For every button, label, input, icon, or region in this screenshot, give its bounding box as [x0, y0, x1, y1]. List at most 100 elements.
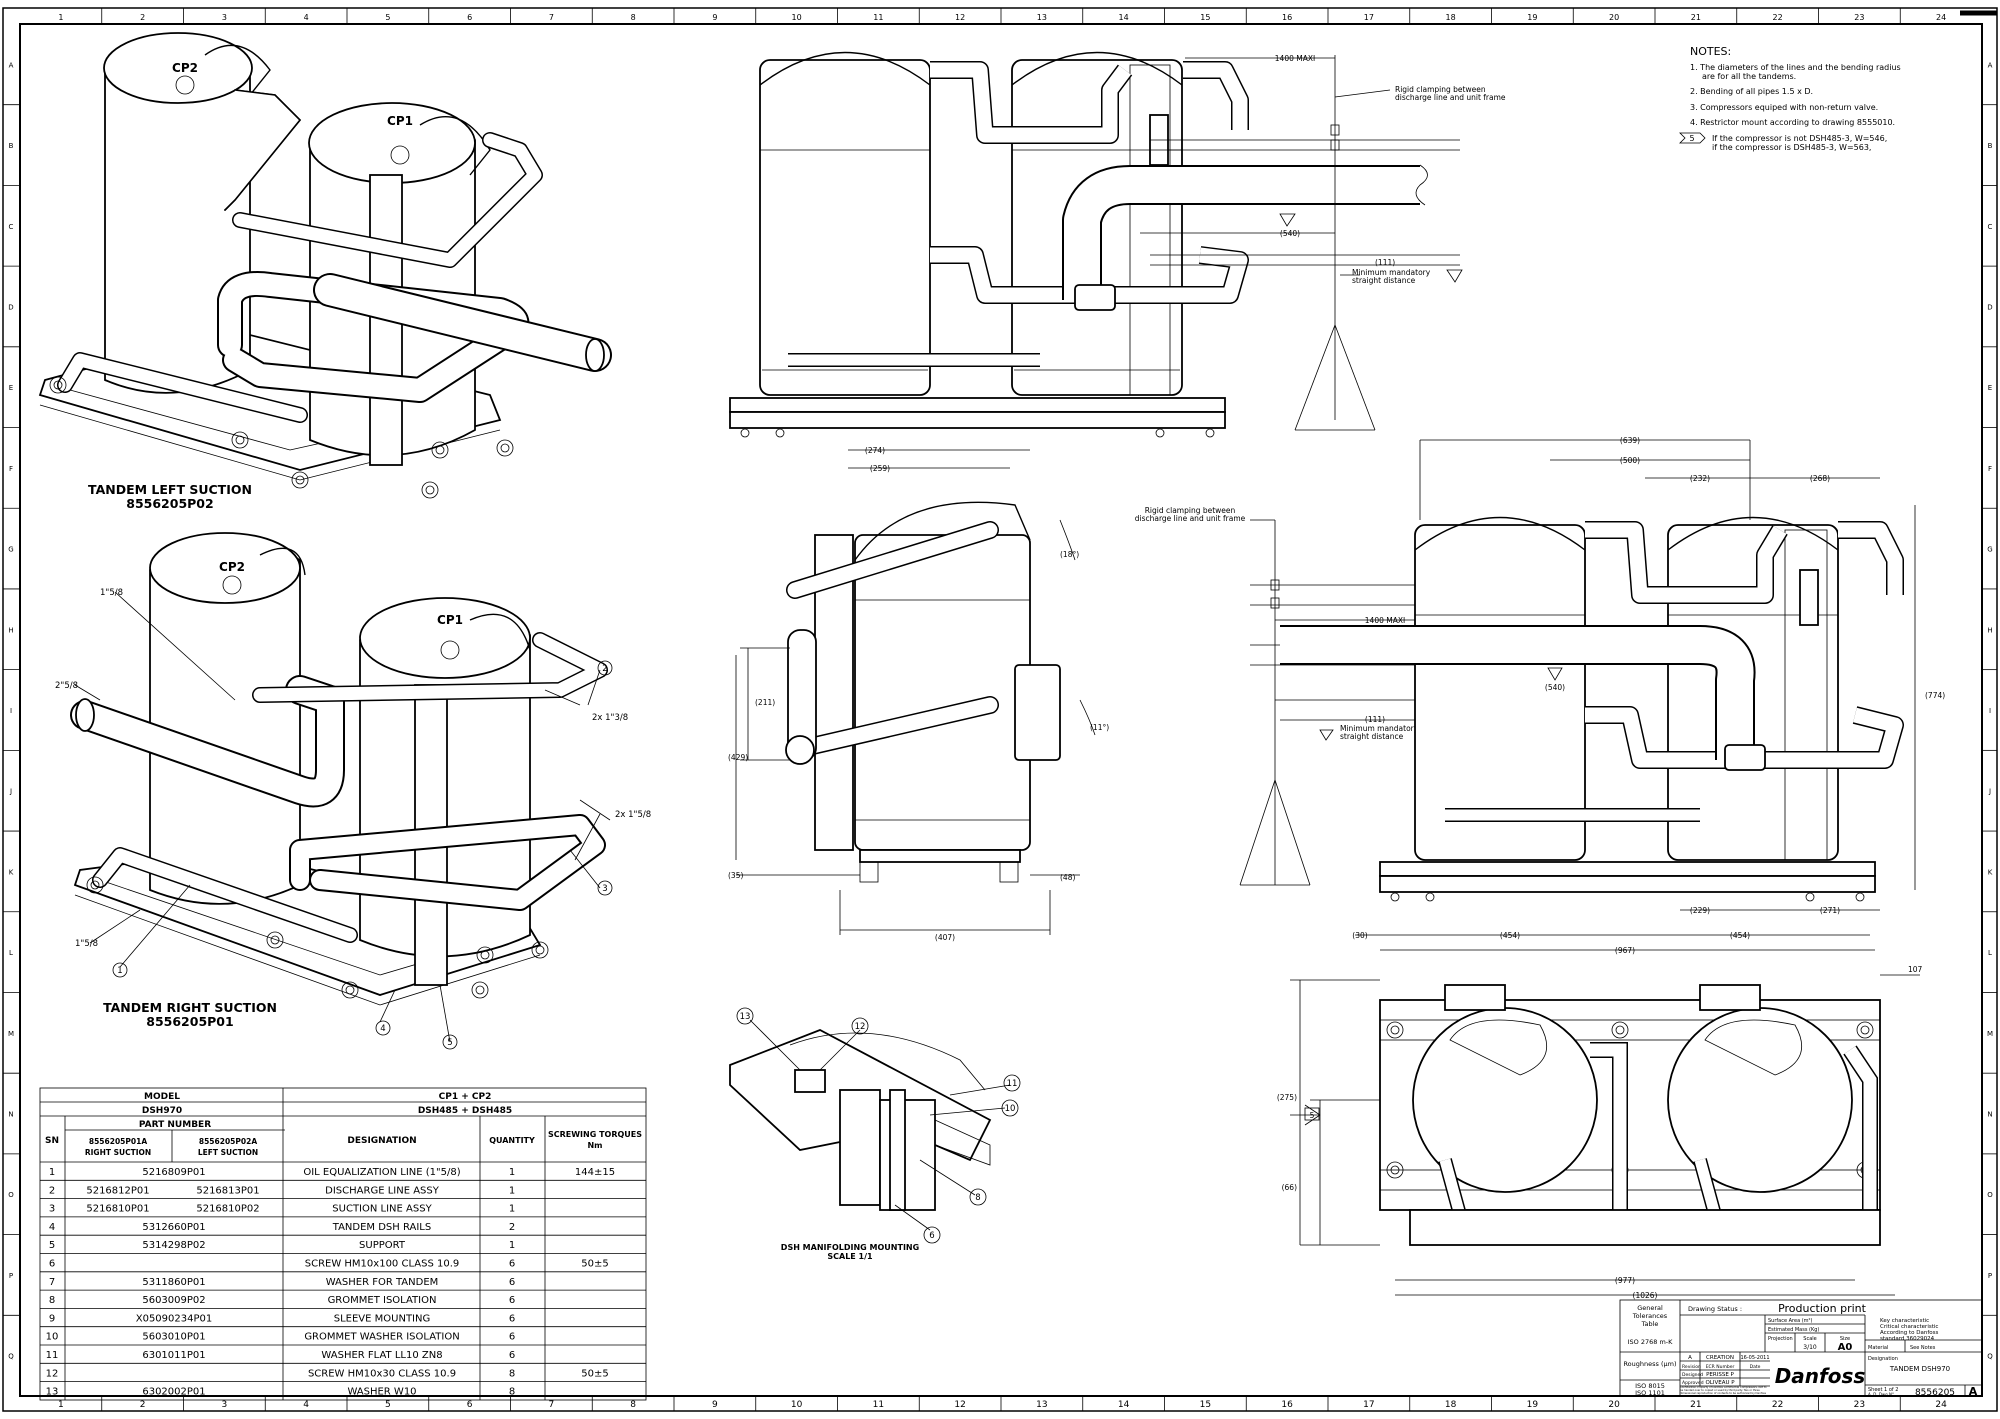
tb-rev-big: A	[1969, 1385, 1978, 1398]
danfoss-logo: Danfoss	[1775, 1364, 1866, 1388]
tb-tolerances: Tolerances	[1632, 1312, 1668, 1320]
grid-row-right-N: N	[1987, 1111, 1992, 1119]
bom-sn: 1	[49, 1167, 55, 1178]
rigid-clamp-top: Rigid clamping between	[1395, 85, 1486, 94]
bom-part-number: X05090234P01	[136, 1313, 213, 1324]
callout-3: 3	[602, 884, 607, 894]
iso-view-right-suction: CP2 CP1 1"5/8 2"5/8 2x 1"3/8 2x 1"5/8 1"…	[55, 532, 651, 1050]
grid-col-16: 16	[1282, 13, 1292, 22]
bom-table: MODEL DSH970 CP1 + CP2 DSH485 + DSH485 P…	[39, 1087, 647, 1401]
callout-6: 6	[929, 1231, 934, 1241]
grid-row-right-P: P	[1988, 1272, 1992, 1280]
tb-key2: Critical characteristic	[1880, 1324, 1938, 1330]
grid-row-D: D	[8, 303, 13, 311]
bom-quantity: 6	[509, 1277, 515, 1288]
callout-11: 11	[1007, 1079, 1018, 1089]
callout-1-5-8-mid: 2x 1"5/8	[615, 810, 651, 820]
grid-row-N: N	[8, 1111, 13, 1119]
grid-col-bottom-2: 2	[140, 1400, 146, 1410]
bom-part-number: 5311860P01	[142, 1277, 205, 1288]
bom-quantity: 8	[509, 1387, 515, 1398]
tb-date-label: Date	[1750, 1364, 1761, 1370]
tb-table: Table	[1641, 1320, 1659, 1328]
grid-row-right-E: E	[1988, 384, 1992, 392]
bom-quantity: 1	[509, 1167, 515, 1178]
front-view-right: (540) (639) (500) (232) (268) (774) (229…	[1280, 436, 1945, 955]
bom-part-number: 6301011P01	[142, 1350, 205, 1361]
grid-col-21: 21	[1691, 13, 1701, 22]
note-5b: if the compressor is DSH485-3, W=563,	[1712, 143, 1871, 152]
bom-designation: SLEEVE MOUNTING	[334, 1313, 430, 1324]
tb-mass: Estimated Mass (Kg)	[1768, 1327, 1819, 1333]
grid-col-20: 20	[1609, 13, 1619, 22]
rigid-clamp-mid: Rigid clamping between	[1145, 506, 1236, 515]
note-2: 2. Bending of all pipes 1.5 x D.	[1690, 87, 1813, 96]
grid-row-K: K	[9, 868, 14, 876]
note-4: 4. Restrictor mount according to drawing…	[1690, 118, 1895, 127]
grid-row-right-A: A	[1988, 61, 1993, 69]
grid-row-A: A	[9, 61, 14, 69]
bom-pn-left-sub: LEFT SUCTION	[198, 1148, 258, 1157]
tb-ecr: ECR Number	[1706, 1364, 1735, 1370]
note-3: 3. Compressors equiped with non-return v…	[1690, 103, 1878, 112]
tb-designation-value: TANDEM DSH970	[1889, 1365, 1950, 1373]
min-straight-top-2: straight distance	[1352, 276, 1416, 285]
dim-211: (211)	[755, 698, 775, 707]
dim-774: (774)	[1925, 691, 1945, 700]
front-view-top: 1400 MAXI Rigid clamping between dischar…	[729, 51, 1506, 438]
min-straight-top: Minimum mandatory	[1352, 268, 1431, 277]
dim-540-top: (540)	[1280, 229, 1300, 238]
dim-967: (967)	[1615, 946, 1635, 955]
tb-scale-value: 3/10	[1803, 1344, 1817, 1351]
tb-designer: PERISSE P	[1706, 1372, 1734, 1378]
tb-size-value: A0	[1838, 1342, 1853, 1353]
cp2-label-right: CP2	[219, 560, 245, 574]
bom-part-right: 5216810P01	[86, 1204, 149, 1215]
grid-col-11: 11	[873, 13, 883, 22]
bom-part-left: 5216813P01	[196, 1185, 259, 1196]
grid-col-bottom-20: 20	[1608, 1400, 1620, 1410]
tb-material-value: See Notes	[1910, 1345, 1936, 1351]
dim-11-deg: (11°)	[1090, 723, 1109, 732]
bom-model-label: MODEL	[144, 1092, 180, 1102]
callout-13: 13	[740, 1012, 751, 1022]
callout-1-3-8: 2x 1"3/8	[592, 713, 628, 723]
dim-66: (66)	[1282, 1183, 1297, 1192]
grid-col-18: 18	[1446, 13, 1456, 22]
bom-part-number: 5603009P02	[142, 1295, 205, 1306]
grid-row-Q: Q	[8, 1353, 14, 1361]
grid-col-bottom-16: 16	[1281, 1400, 1293, 1410]
bom-part-number: 5216809P01	[142, 1167, 205, 1178]
bom-sn: 9	[49, 1313, 55, 1324]
grid-row-right-D: D	[1987, 303, 1992, 311]
tb-revision: Revision	[1682, 1364, 1701, 1370]
dim-268: (268)	[1810, 474, 1830, 483]
grid-row-right-G: G	[1987, 546, 1992, 554]
bom-quantity: 6	[509, 1295, 515, 1306]
notes-block: NOTES: 1. The diameters of the lines and…	[1679, 45, 1901, 152]
tb-material: Material	[1868, 1345, 1888, 1351]
tb-designed: Designed	[1682, 1372, 1703, 1378]
callout-10: 10	[1005, 1104, 1016, 1114]
bom-sn: 10	[46, 1332, 59, 1343]
dim-48: (48)	[1060, 873, 1075, 882]
rigid-clamp-top-2: discharge line and unit frame	[1395, 93, 1506, 102]
dim-259: (259)	[870, 464, 890, 473]
tb-designation-label: Designation	[1868, 1356, 1898, 1362]
bom-designation: SCREW HM10x100 CLASS 10.9	[305, 1259, 459, 1270]
tb-projection: Projection	[1768, 1336, 1793, 1342]
bom-quantity: 6	[509, 1350, 515, 1361]
note-1: 1. The diameters of the lines and the be…	[1690, 63, 1901, 72]
bom-quantity: 6	[509, 1259, 515, 1270]
dim-232: (232)	[1690, 474, 1710, 483]
tb-key3: According to Danfoss	[1880, 1330, 1939, 1336]
grid-row-right-C: C	[1988, 223, 1993, 231]
dim-1026: (1026)	[1633, 1291, 1658, 1300]
callout-2-5-8: 2"5/8	[55, 681, 78, 691]
